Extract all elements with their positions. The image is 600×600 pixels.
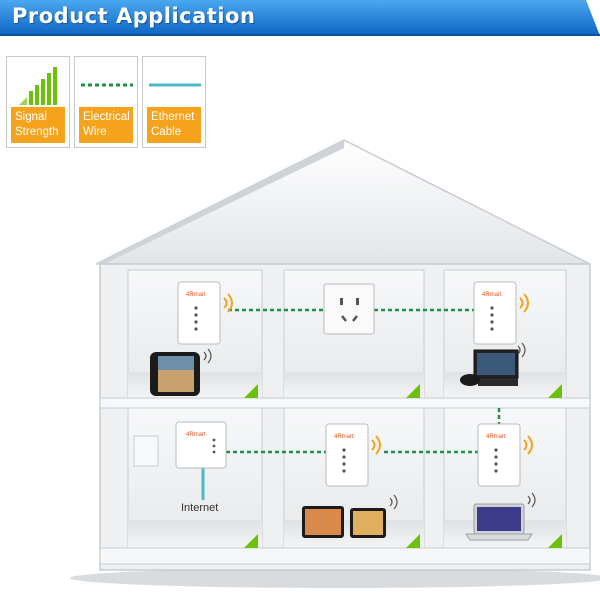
page-title: Product Application [12,4,256,28]
powerline-adapter-top-right: 4Rmart [473,281,529,345]
banner-background [0,0,600,36]
internet-label: Internet [181,502,219,514]
ground-shadow [70,568,600,588]
signal-strength-icon [19,67,57,105]
window [133,435,159,467]
electrical-wire-icon [81,83,133,87]
svg-text:4Rmart: 4Rmart [482,292,502,298]
svg-text:4Rmart: 4Rmart [186,292,206,298]
floor-slab [99,397,591,409]
legend-label: Signal Strength [11,107,65,143]
svg-text:4Rmart: 4Rmart [334,434,354,440]
laptop-device [465,492,536,541]
tv-and-gamepad [460,342,526,386]
wall-outlet [323,283,375,335]
powerline-adapter-top-left: 4Rmart [177,281,233,345]
svg-text:4Rmart: 4Rmart [486,434,506,440]
signal-strength-indicators [244,384,562,548]
legend-signal-strength: Signal Strength [6,56,70,148]
powerline-adapter-internet: 4Rmart [175,421,227,469]
roof [95,139,591,265]
powerline-adapter-bottom-middle: 4Rmart [325,423,381,487]
smartphone-device [150,348,212,396]
ethernet-cable-icon [149,83,201,87]
legend-electrical-wire: Electrical Wire [74,56,138,148]
base-slab [99,547,591,565]
legend-label: Electrical Wire [79,107,133,143]
powerline-adapter-bottom-right: 4Rmart [477,423,533,487]
header-banner: Product Application [0,0,600,36]
tablets-device [302,494,398,538]
legend-label: Ethernet Cable [147,107,201,143]
electrical-wiring [226,308,501,454]
svg-text:4Rmart: 4Rmart [186,432,206,438]
legend-ethernet-cable: Ethernet Cable [142,56,206,148]
